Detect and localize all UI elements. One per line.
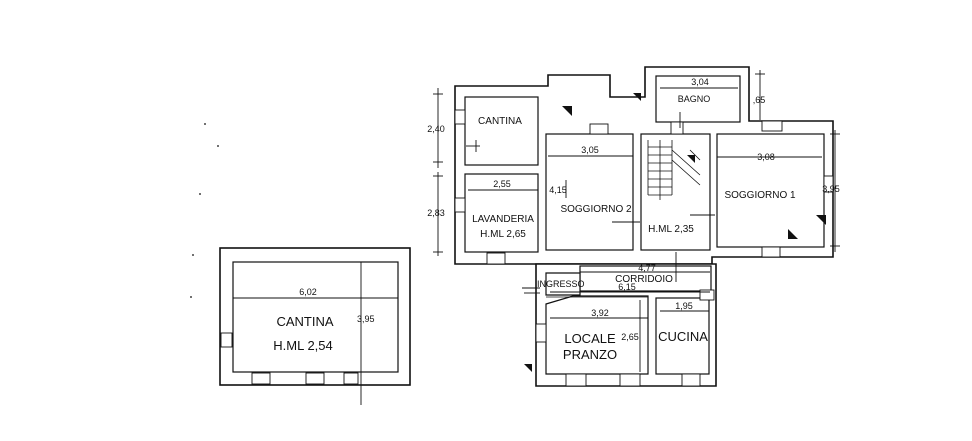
window [486, 252, 506, 265]
marker-symbol [816, 215, 826, 225]
window [454, 109, 466, 125]
window [670, 121, 684, 135]
main-house [433, 66, 840, 387]
marker-symbol [633, 93, 641, 101]
room-height-stair-hall: H.ML 2,35 [648, 224, 694, 235]
window [220, 332, 233, 348]
room-label-lavanderia: LAVANDERIA [472, 214, 534, 225]
cantina-inner-room [232, 261, 399, 373]
dimension-2-65: 2,65 [621, 332, 639, 342]
room-cantina-top [464, 96, 539, 166]
window [535, 323, 547, 343]
dimension-3-92: 3,92 [591, 308, 609, 318]
marker-symbol [687, 155, 695, 163]
marker-symbol [524, 364, 532, 372]
room-label-cantina-top: CANTINA [478, 116, 522, 127]
room-height-cantina-left: H.ML 2,54 [273, 338, 333, 353]
window [823, 175, 834, 193]
dimension-3-95-right: 3,95 [822, 184, 840, 194]
window [699, 289, 715, 301]
dimension-4-77: 4,77 [638, 263, 656, 273]
marker-symbol [788, 229, 798, 239]
room-height-lavanderia: H.ML 2,65 [480, 229, 526, 240]
dimension-6-02: 6,02 [299, 287, 317, 297]
window [761, 246, 781, 258]
room-lavanderia [464, 173, 539, 253]
staircase [647, 140, 701, 200]
window [565, 373, 587, 387]
window [454, 197, 466, 213]
dimension-6-15: 6,15 [618, 282, 636, 292]
dimension-4-15: 4,15 [549, 185, 567, 195]
scan-specks [190, 123, 219, 298]
dimension-2-40: 2,40 [427, 124, 445, 134]
window [681, 373, 701, 387]
dimension-3-04: 3,04 [691, 77, 709, 87]
dimension-2-83: 2,83 [427, 208, 445, 218]
room-label-cucina: CUCINA [658, 329, 708, 344]
dimension-3-05: 3,05 [581, 145, 599, 155]
room-soggiorno-1 [716, 133, 825, 248]
dimension-3-95-left: 3,95 [357, 314, 375, 324]
window [619, 373, 641, 387]
dimension-1-95: 1,95 [675, 301, 693, 311]
cantina-building [219, 247, 411, 405]
dimension-0-65: ,65 [753, 95, 766, 105]
room-bagno [655, 75, 741, 123]
room-ingresso [545, 272, 581, 296]
room-label-ingresso: INGRESSO [537, 279, 585, 289]
window [761, 120, 783, 132]
room-label-locale: LOCALE [564, 331, 616, 346]
window [589, 123, 609, 135]
room-label-pranzo: PRANZO [563, 347, 617, 362]
room-soggiorno-2 [545, 133, 634, 251]
window [343, 372, 359, 385]
room-label-corridoio: CORRIDOIO [615, 274, 673, 285]
room-corridoio [579, 265, 712, 292]
window [251, 372, 271, 385]
dimension-3-08: 3,08 [757, 152, 775, 162]
room-label-soggiorno-2: SOGGIORNO 2 [560, 204, 632, 215]
room-label-cantina-left: CANTINA [276, 314, 333, 329]
marker-symbol [562, 106, 572, 116]
room-label-soggiorno-1: SOGGIORNO 1 [724, 190, 796, 201]
dimension-2-55: 2,55 [493, 179, 511, 189]
window [305, 372, 325, 385]
room-label-bagno: BAGNO [678, 94, 711, 104]
